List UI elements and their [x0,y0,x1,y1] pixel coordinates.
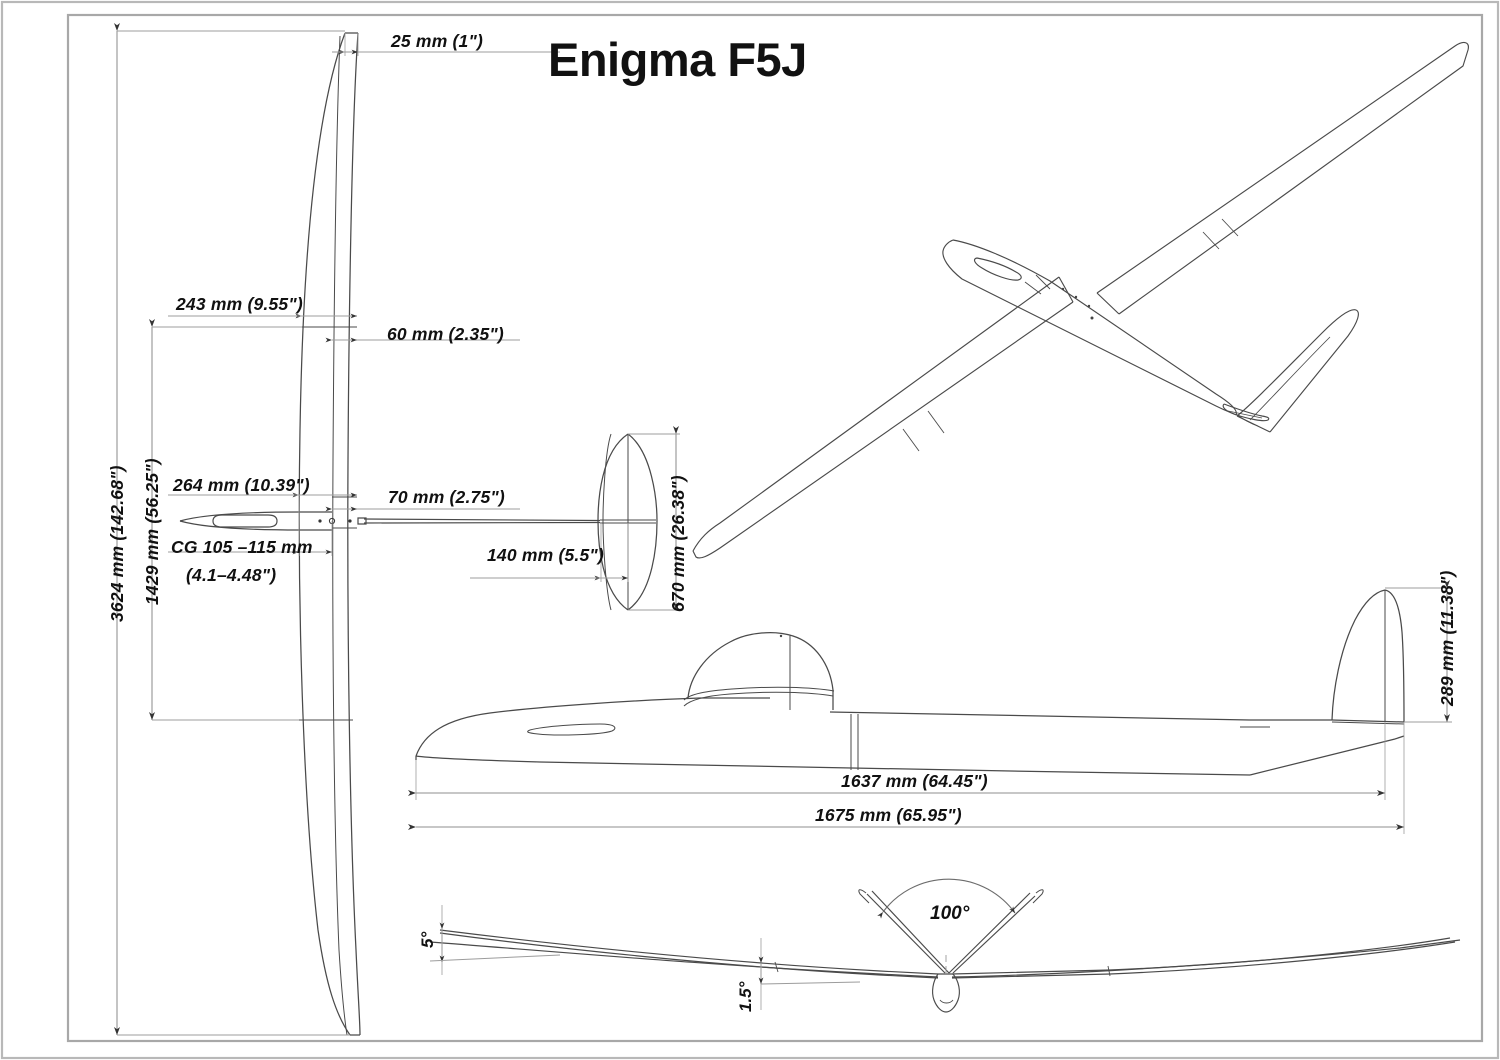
perspective-view [692,41,1469,559]
fuselage-side-view [415,589,1405,776]
dim-tip-chord: 25 mm (1") [391,31,483,51]
wing-planform-view [298,32,361,1036]
dim-fuselage-total: 1675 mm (65.95") [815,805,962,825]
dim-fin-height: 289 mm (11.38") [1437,570,1457,707]
dimension-lines [114,23,1452,1036]
dim-cg-range: CG 105 –115 mm [171,537,313,557]
dim-cg-range-inches: (4.1–4.48") [186,565,277,585]
vtail-top-view [597,433,658,611]
dim-tail-span: 670 mm (26.38") [668,475,688,612]
angle-vtail: 100° [930,903,970,924]
dim-root-panel-chord: 243 mm (9.55") [176,294,303,314]
angle-dihedral-inner: 1.5° [736,981,755,1012]
dim-tail-chord: 140 mm (5.5") [487,545,604,565]
dim-fuselage-body: 1637 mm (64.45") [841,771,988,791]
front-view [429,889,1461,1013]
dim-wingspan: 3624 mm (142.68") [107,465,127,622]
dim-flap-chord: 70 mm (2.75") [388,487,505,507]
dim-center-panel-span: 1429 mm (56.25") [142,458,162,605]
page-title: Enigma F5J [548,33,807,86]
fuselage-top-view [179,511,601,531]
dim-aileron-chord: 60 mm (2.35") [387,324,504,344]
angle-dihedral-outer: 5° [418,931,437,948]
dim-center-chord: 264 mm (10.39") [173,475,310,495]
